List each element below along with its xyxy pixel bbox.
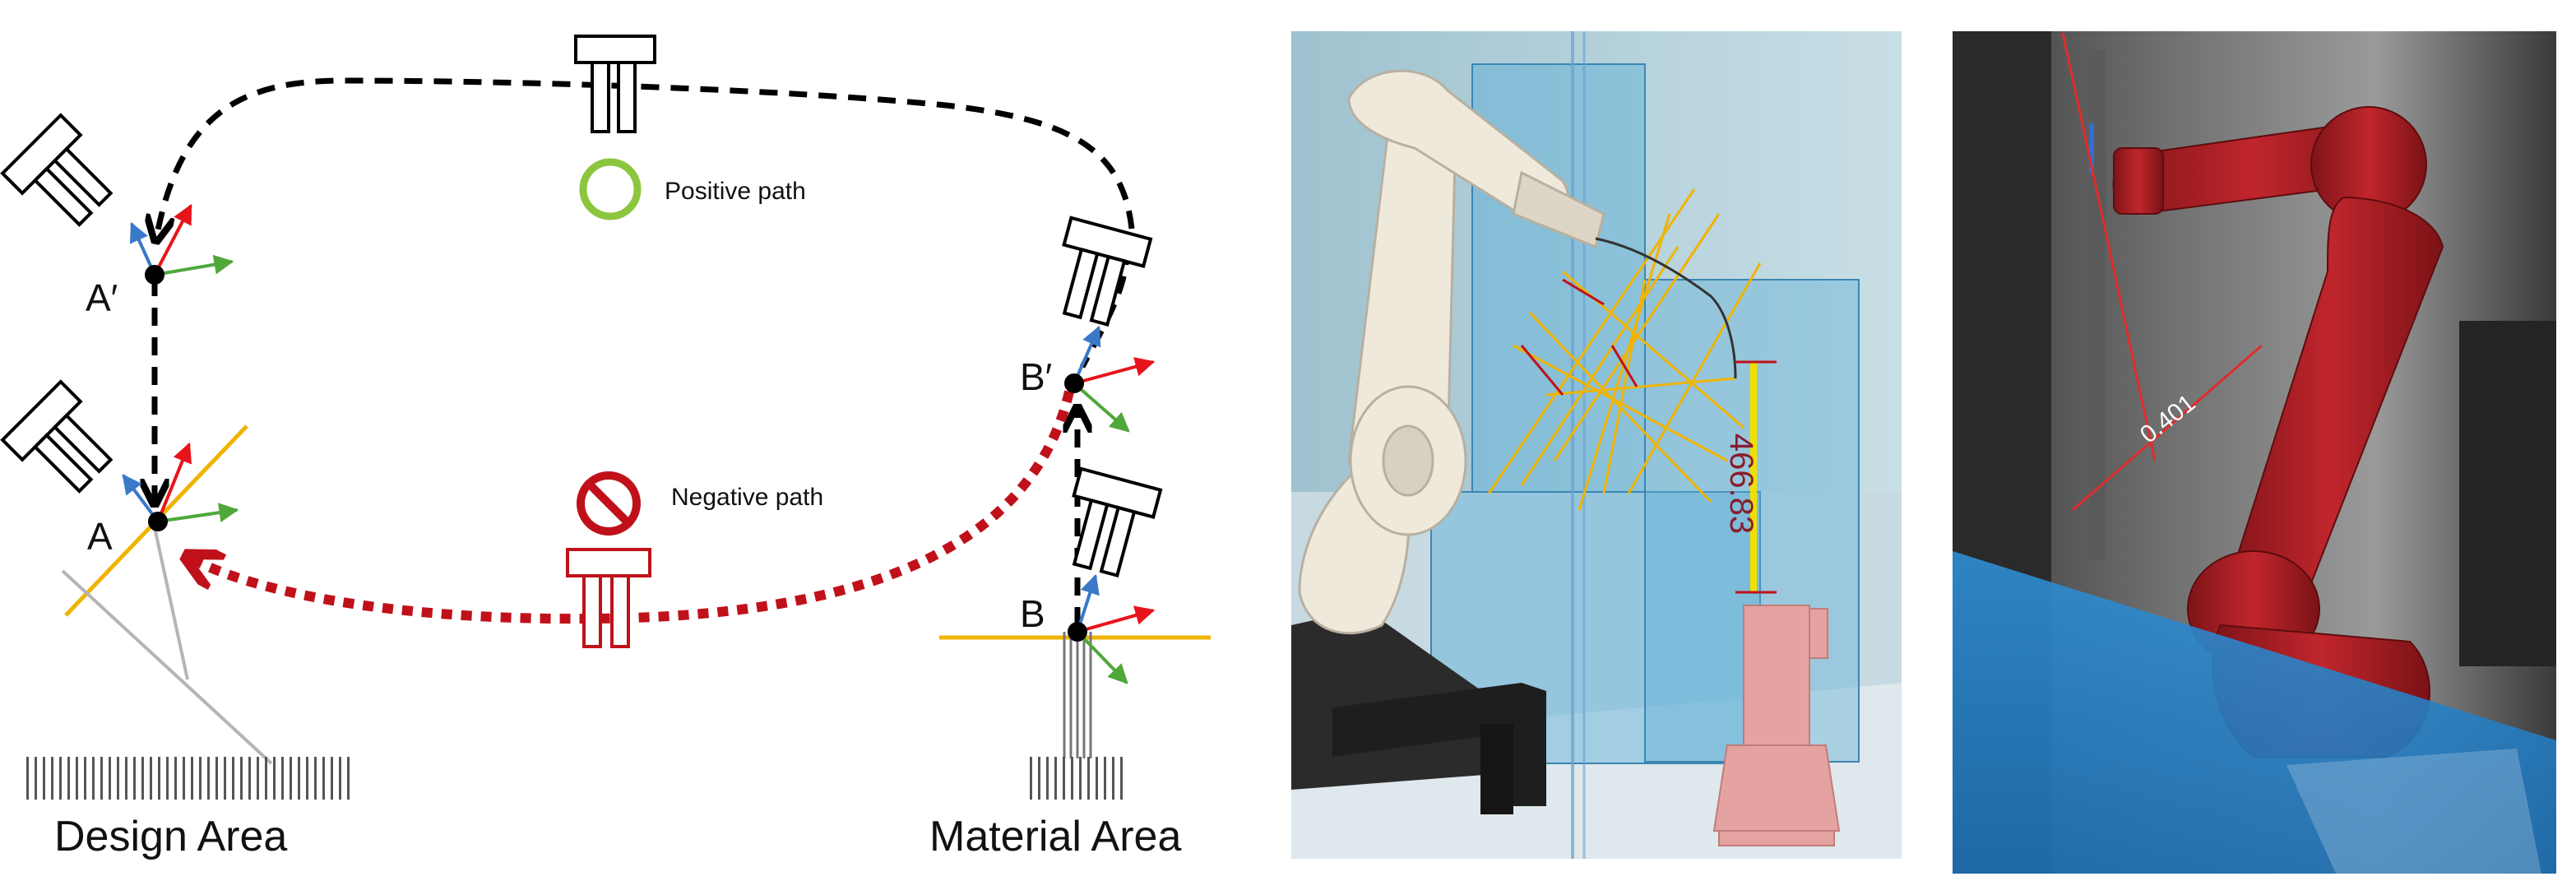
path-segments [1487,188,1762,511]
prohibited-icon [577,471,641,536]
frame-b-prime [1064,325,1156,433]
work-table [1332,683,1546,806]
design-support-line [151,519,189,680]
path-diagram-panel: Positive path Negative path [0,35,1211,860]
frame-a-prime [129,203,234,285]
simulation-panel: 466.83 [1291,31,1902,859]
material-area-label: Material Area [929,813,1181,860]
gripper-icon [0,379,114,494]
point-label-a-prime: A′ [86,276,118,319]
frame-a [122,442,239,531]
point-label-a: A [87,515,113,558]
material-area-stock-icon [1030,757,1123,800]
frame-b [1068,573,1156,684]
positive-path-loop [156,77,1135,239]
point-label-b-prime: B′ [1020,355,1052,398]
design-area-label: Design Area [54,813,287,860]
material-support-lines [1063,632,1092,758]
gripper-icon [574,35,656,133]
ar-view-panel: 0.401 [1953,31,2556,874]
robot-arm-sim [1298,69,1605,635]
gripper-icon [566,548,651,648]
gripper-icon [0,113,114,227]
pedestal [1712,605,1841,846]
positive-path-marker-icon [579,158,642,220]
point-label-b: B [1020,592,1045,635]
gripper-icon [1062,216,1153,327]
negative-path-label: Negative path [671,484,823,511]
gripper-icon [1072,466,1163,578]
design-support-line [61,569,273,765]
positive-path-label: Positive path [665,178,806,205]
work-table [1953,551,2556,874]
design-area-stock-icon [26,757,350,800]
simulation-measurement: 466.83 [1723,434,1759,534]
